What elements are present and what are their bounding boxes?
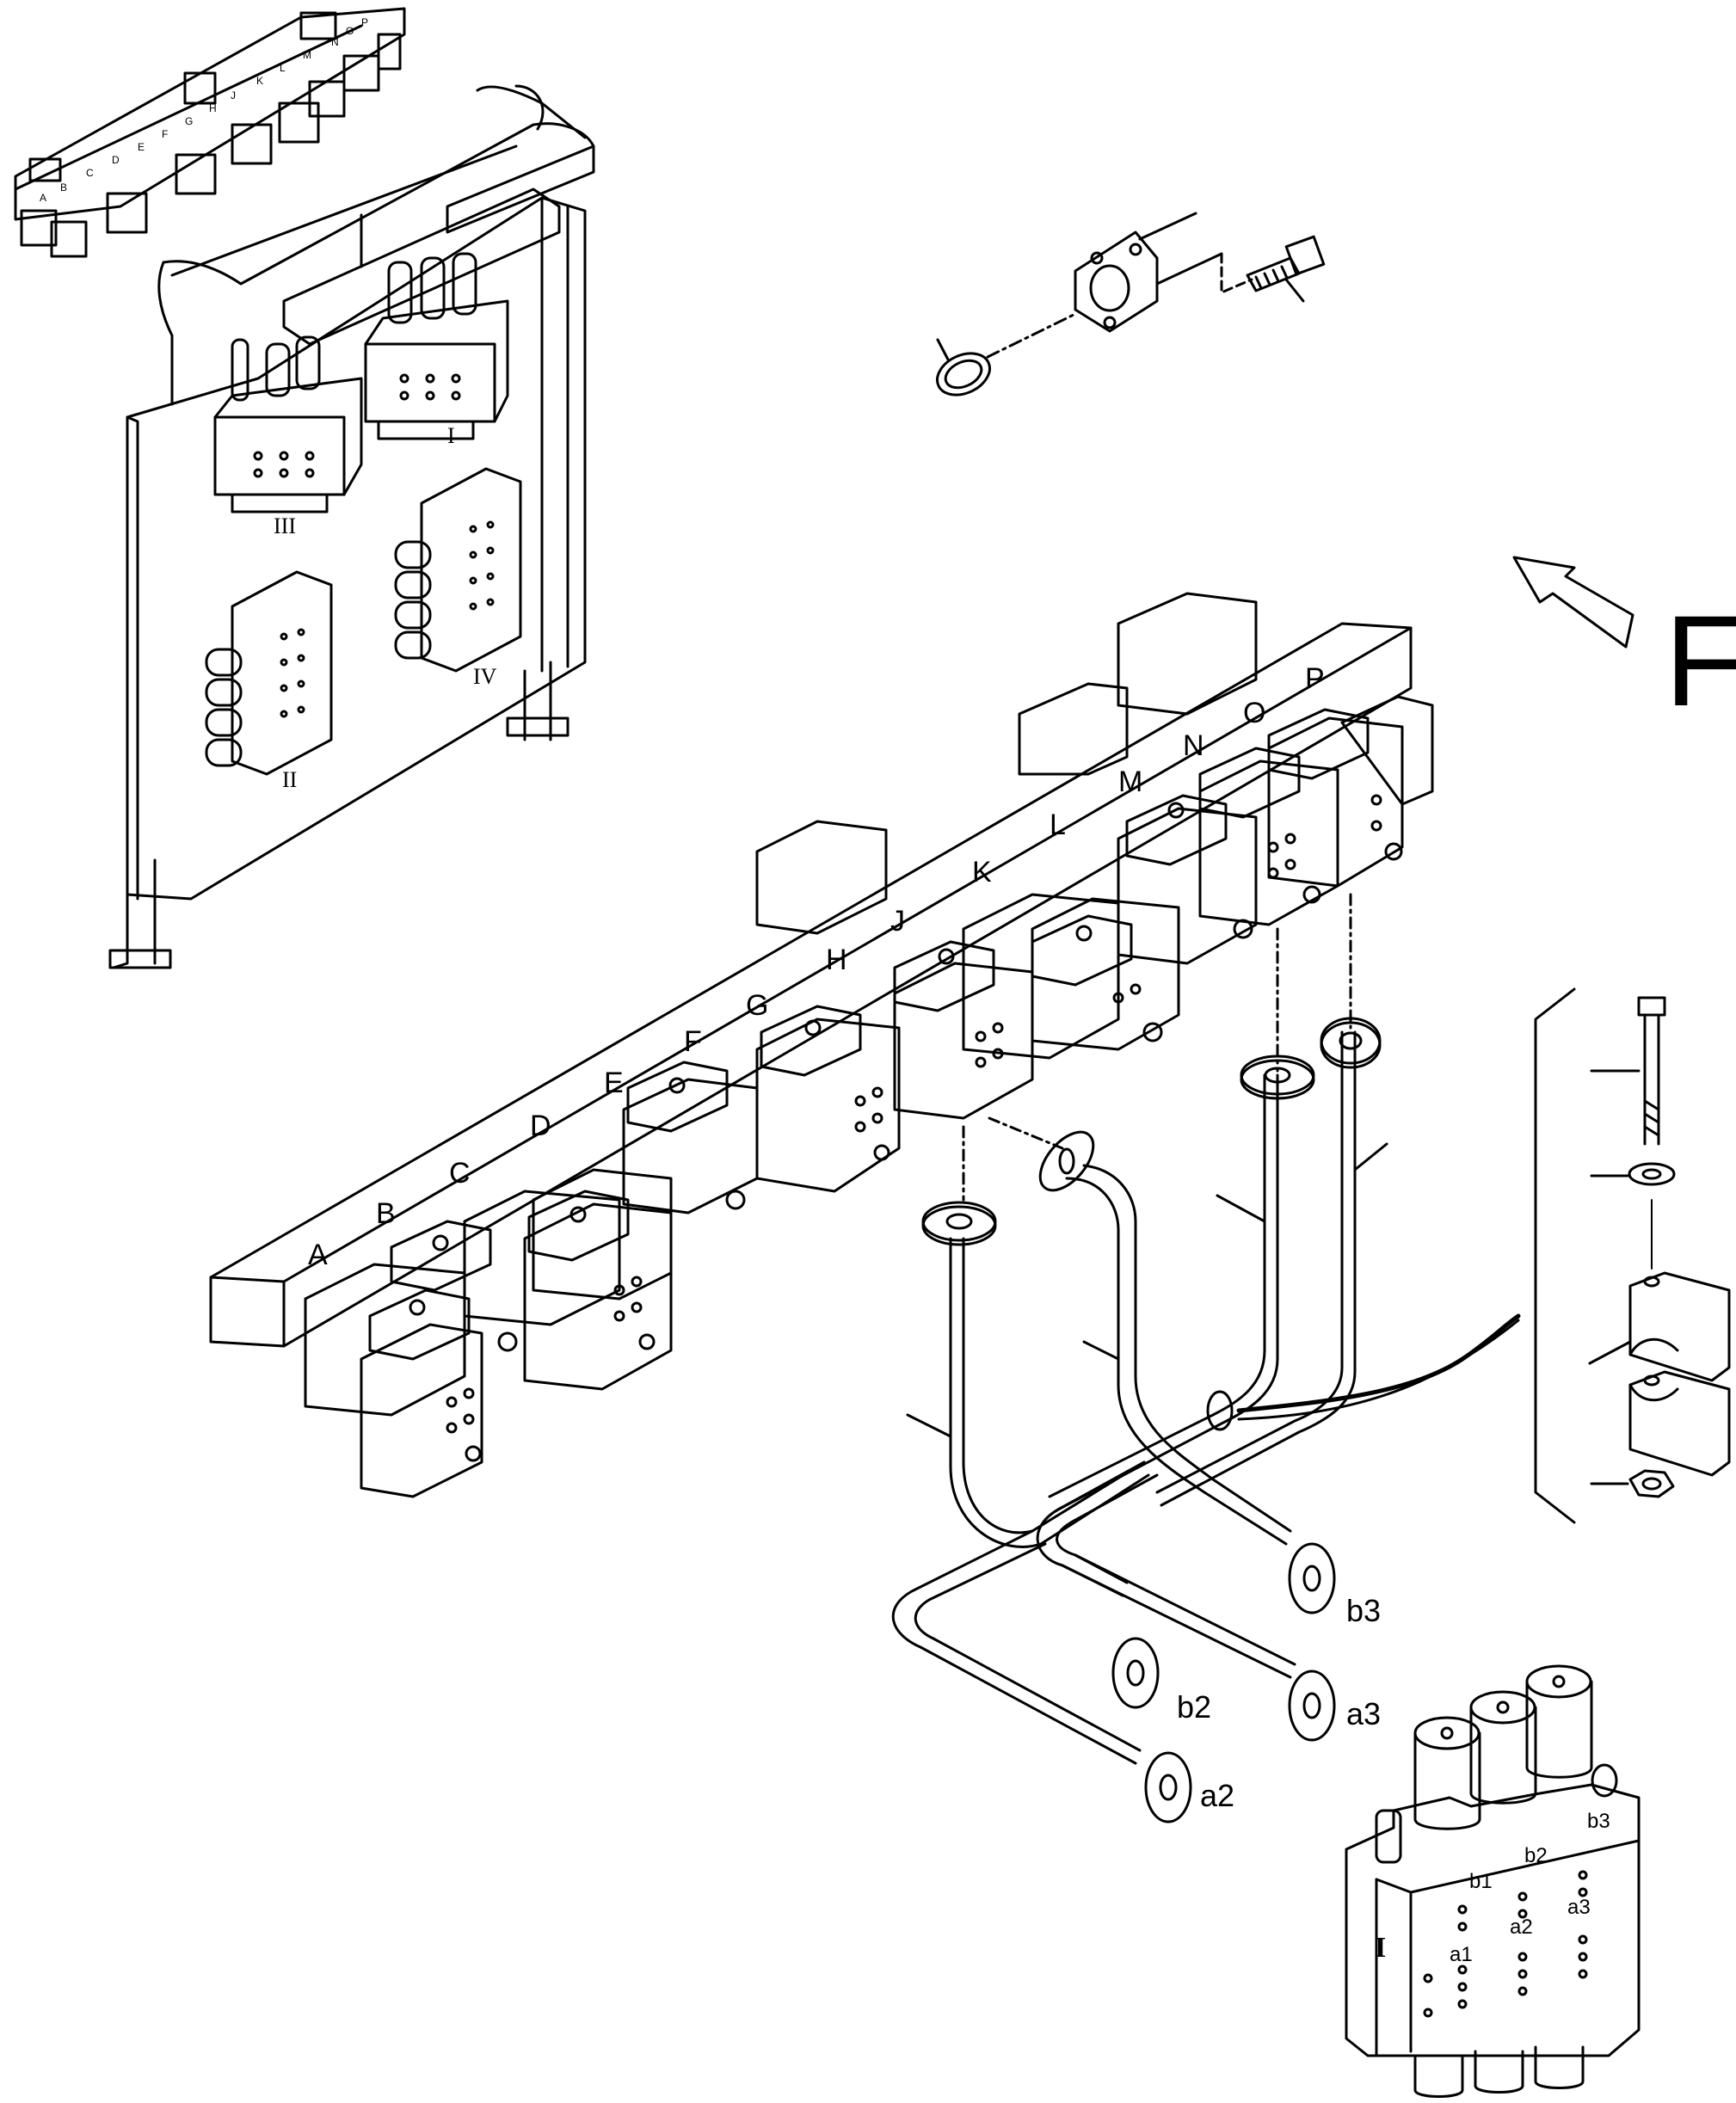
manifold-block-c-d xyxy=(463,1168,673,1326)
flange-top-p xyxy=(1320,1017,1382,1069)
manifold-block-f xyxy=(622,1061,759,1214)
flange-connection-detail xyxy=(936,212,1326,397)
flange-end-b2 xyxy=(1111,1637,1160,1709)
overview-valve-iv xyxy=(394,467,522,673)
mini-label-b: B xyxy=(60,181,67,194)
block-letters-group: A B C D E F G H J K L M N O P xyxy=(308,662,1325,1271)
control-valve-section-i xyxy=(1345,1664,1641,2098)
block-label-c: C xyxy=(449,1157,471,1190)
block-label-h: H xyxy=(826,944,847,976)
overview-valve-i xyxy=(364,252,509,440)
main-manifold-block xyxy=(209,592,1413,1348)
valve-marking: I xyxy=(1375,1932,1386,1964)
view-direction-arrow xyxy=(1512,556,1634,649)
mini-label-g: G xyxy=(185,115,193,127)
block-label-l: L xyxy=(1050,809,1066,841)
manifold-block-o-p xyxy=(1267,695,1434,888)
manifold-block-g xyxy=(755,1005,901,1193)
block-label-b: B xyxy=(376,1197,396,1230)
overview-valve-iii xyxy=(213,335,363,513)
mini-label-k: K xyxy=(256,75,263,87)
block-label-m: M xyxy=(1118,766,1142,798)
block-label-p: P xyxy=(1305,662,1325,695)
flange-end-a3 xyxy=(1288,1669,1336,1742)
roman-labels-group: I II III IV xyxy=(274,423,497,792)
mini-label-n: N xyxy=(331,36,339,48)
overview-manifold-strip xyxy=(14,7,406,258)
clamp-detail xyxy=(1534,987,1731,1524)
block-label-e: E xyxy=(604,1067,624,1099)
block-label-o: O xyxy=(1243,697,1265,729)
mini-label-h: H xyxy=(209,102,217,114)
flange-end-b3 xyxy=(1288,1542,1336,1614)
flange-top-b3 xyxy=(1038,1130,1095,1192)
pipe-label-a3: a3 xyxy=(1346,1696,1381,1731)
manifold-block-k xyxy=(962,893,1180,1060)
valve-label-a1: a1 xyxy=(1450,1943,1473,1966)
mini-label-j: J xyxy=(231,89,236,101)
manifold-block-e xyxy=(523,1190,673,1391)
pipe-label-a2: a2 xyxy=(1200,1778,1234,1813)
overview-valve-ii xyxy=(205,570,333,776)
mini-label-f: F xyxy=(162,128,168,140)
manifold-block-m xyxy=(1117,794,1258,965)
flange-end-a2 xyxy=(1144,1751,1192,1823)
pipe-port-labels-group: b3 b2 a3 a2 xyxy=(1177,1593,1381,1813)
mini-label-o: O xyxy=(346,25,354,37)
mini-label-c: C xyxy=(86,167,94,179)
block-label-k: K xyxy=(972,856,992,889)
mini-label-m: M xyxy=(303,49,311,61)
flange-top-a3 xyxy=(1240,1055,1315,1100)
mini-label-p: P xyxy=(361,16,368,28)
roman-label-iv: IV xyxy=(473,664,497,689)
mini-label-e: E xyxy=(138,141,145,153)
mini-label-a: A xyxy=(40,192,46,204)
roman-label-ii: II xyxy=(282,767,297,792)
roman-label-iii: III xyxy=(274,513,296,538)
valve-label-a3: a3 xyxy=(1567,1896,1591,1919)
valve-label-b3: b3 xyxy=(1587,1810,1610,1833)
block-label-f: F xyxy=(684,1025,702,1058)
valve-label-a2: a2 xyxy=(1510,1915,1533,1939)
valve-label-b1: b1 xyxy=(1469,1870,1493,1893)
block-label-a: A xyxy=(308,1239,328,1271)
manifold-block-b xyxy=(304,1220,518,1417)
block-label-g: G xyxy=(746,989,768,1022)
view-letter-f: F xyxy=(1665,588,1736,733)
manifold-block-a xyxy=(360,1288,483,1498)
mini-label-d: D xyxy=(112,154,120,166)
overview-rack xyxy=(108,84,595,969)
valve-label-b2: b2 xyxy=(1524,1844,1548,1867)
valve-port-labels-group: I b3 b2 b1 a3 a2 a1 xyxy=(1375,1810,1610,1966)
overview-letters-group: A B C D E F G H J K L M N O P xyxy=(40,16,368,204)
mini-label-l: L xyxy=(280,62,286,74)
block-label-n: N xyxy=(1183,729,1204,762)
block-label-d: D xyxy=(530,1110,551,1142)
pipe-label-b2: b2 xyxy=(1177,1689,1211,1725)
pipe-label-b3: b3 xyxy=(1346,1593,1381,1628)
block-label-j: J xyxy=(890,905,905,938)
pipe-assembly xyxy=(891,893,1521,1823)
flange-top-a2 xyxy=(921,1201,997,1246)
roman-label-i: I xyxy=(447,423,455,448)
